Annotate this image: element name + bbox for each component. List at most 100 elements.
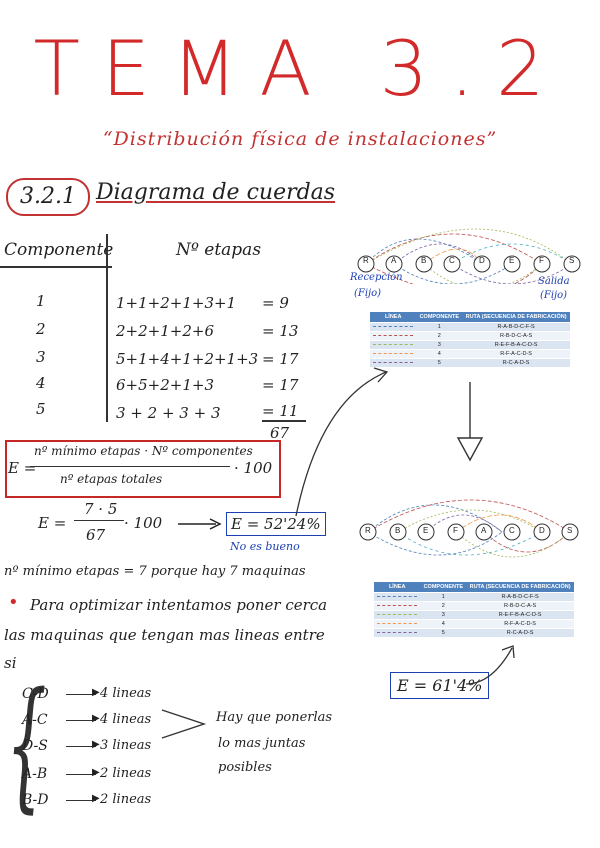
- pair-arrow-icon: [66, 694, 96, 696]
- calc-fraction-bar: [74, 520, 124, 522]
- down-arrow-icon: [456, 382, 484, 462]
- pair-arrowhead-icon: ▶: [92, 793, 100, 804]
- table-col-component: COMPONENTE: [416, 312, 463, 323]
- bullet-text-line1: Para optimizar intentamos poner cerca: [30, 596, 328, 614]
- table-header-underline: [0, 266, 112, 268]
- pair-arrowhead-icon: ▶: [92, 713, 100, 724]
- pair-arrowhead-icon: ▶: [92, 687, 100, 698]
- row-result: = 17: [262, 376, 299, 394]
- section-title: Diagrama de cuerdas: [96, 180, 336, 205]
- page-subtitle: “Distribución física de instalaciones”: [102, 128, 498, 150]
- node-label: B: [395, 526, 401, 535]
- pairs-note-line3: posibles: [218, 760, 272, 775]
- node-label: C: [509, 526, 515, 535]
- formula-numerator: nº mínimo etapas · Nº componentes: [34, 444, 253, 458]
- row-result: = 11: [262, 402, 299, 420]
- node-label: B: [421, 256, 427, 265]
- table-divider: [106, 234, 108, 422]
- table-header-component: Componente: [4, 240, 114, 260]
- node-label: R: [363, 256, 369, 265]
- formula-factor: · 100: [234, 459, 273, 477]
- pair-label: D-S: [22, 738, 48, 754]
- calc-result: E = 52'24%: [226, 512, 326, 536]
- pair-label: A-C: [22, 712, 48, 728]
- node-label: S: [569, 256, 575, 265]
- pair-lines: 4 lineas: [100, 686, 152, 701]
- node-label: D: [479, 256, 485, 265]
- left-brace-icon: {: [6, 665, 47, 828]
- row-component: 4: [36, 374, 46, 392]
- table-col-line: LÍNEA: [374, 582, 421, 593]
- row-expression: 5+1+4+1+2+1+3: [116, 350, 259, 368]
- node-label: C: [449, 256, 455, 265]
- diagram1-node-labels: R A B C D E F S: [352, 256, 592, 272]
- calc-verdict: No es bueno: [230, 540, 300, 553]
- row-expression: 1+1+2+1+3+1: [116, 294, 237, 312]
- row-expression: 3 + 2 + 3 + 3: [116, 404, 221, 422]
- total-stages: 67: [270, 424, 290, 442]
- pair-label: A-B: [22, 766, 48, 782]
- curved-arrow-up-icon: [465, 645, 515, 685]
- node-label: R: [365, 526, 371, 535]
- node-label: D: [539, 526, 545, 535]
- row-component: 5: [36, 400, 46, 418]
- table-col-line: LÍNEA: [370, 312, 417, 323]
- row-result: = 13: [262, 322, 299, 340]
- row-expression: 2+2+1+2+6: [116, 322, 214, 340]
- pair-lines: 2 lineas: [100, 792, 152, 807]
- exit-fixed-label: (Fijo): [540, 290, 568, 301]
- pair-label: C-D: [22, 686, 49, 702]
- node-label: F: [539, 256, 544, 265]
- pair-arrow-icon: [66, 774, 96, 776]
- optimized-result: E = 61'4%: [390, 672, 490, 699]
- page-title: TEMA 3.2: [33, 24, 567, 113]
- node-label: E: [423, 526, 429, 535]
- pairs-note-line1: Hay que ponerlas: [216, 710, 333, 725]
- formula-fraction-bar: [30, 466, 230, 468]
- pair-arrow-icon: [66, 746, 96, 748]
- pair-arrow-icon: [66, 720, 96, 722]
- bullet-icon: •: [8, 592, 19, 613]
- formula-lhs: E =: [8, 459, 37, 477]
- pair-lines: 4 lineas: [100, 712, 152, 727]
- table-col-component: COMPONENTE: [420, 582, 467, 593]
- pair-arrow-icon: [66, 800, 96, 802]
- row-result: = 9: [262, 294, 289, 312]
- formula-denominator: nº etapas totales: [60, 472, 163, 486]
- pair-arrowhead-icon: ▶: [92, 739, 100, 750]
- pairs-note-line2: lo mas juntas: [218, 736, 306, 751]
- total-underline: [262, 420, 306, 422]
- node-label: A: [391, 256, 397, 265]
- row-expression: 6+5+2+1+3: [116, 376, 214, 394]
- bullet-text-line3: si: [4, 654, 17, 672]
- curved-arrow-icon: [295, 367, 389, 517]
- calc-denominator: 67: [86, 526, 106, 544]
- pair-label: B-D: [22, 792, 49, 808]
- node-label: S: [567, 526, 573, 535]
- calc-factor: · 100: [124, 514, 163, 532]
- arrow-right-icon: [178, 518, 222, 530]
- group-arrow-icon: [161, 709, 207, 739]
- reception-fixed-label: (Fijo): [354, 288, 382, 299]
- pair-arrowhead-icon: ▶: [92, 767, 100, 778]
- efficiency-formula-box: [5, 440, 281, 498]
- routes-table-optimized: LÍNEA COMPONENTE RUTA (SECUENCIA DE FABR…: [374, 582, 574, 637]
- row-component: 2: [36, 320, 46, 338]
- node-label: E: [509, 256, 515, 265]
- section-number: 3.2.1: [6, 178, 90, 216]
- node-label: F: [453, 526, 458, 535]
- pair-lines: 2 lineas: [100, 766, 152, 781]
- table-col-route: RUTA (SECUENCIA DE FABRICACIÓN): [462, 312, 570, 323]
- note-min-stages: nº mínimo etapas = 7 porque hay 7 maquin…: [4, 564, 306, 579]
- diagram2-node-labels: R B E F A C D S: [352, 526, 592, 542]
- node-label: A: [481, 526, 487, 535]
